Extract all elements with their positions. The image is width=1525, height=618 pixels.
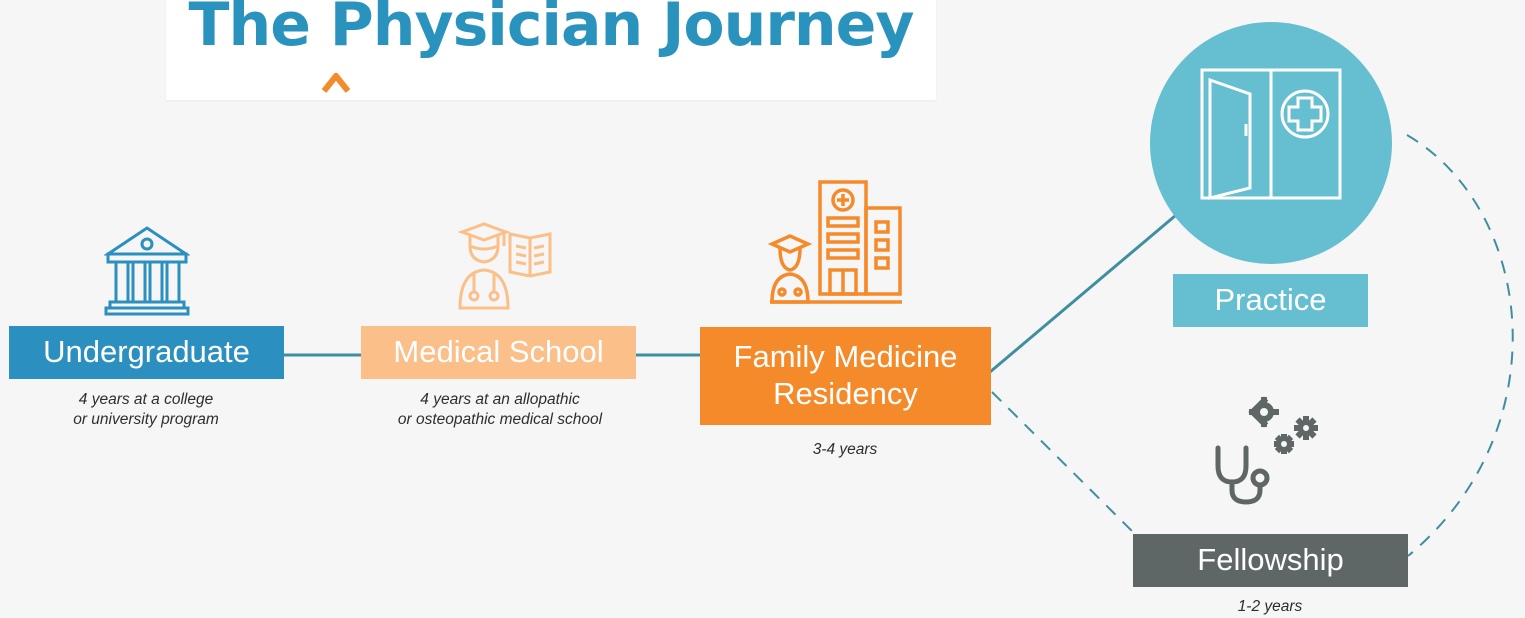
connector-residency-practice — [989, 208, 1183, 374]
clinic-door-icon — [1150, 22, 1392, 264]
stage-medical-school-note: 4 years at an allopathic or osteopathic … — [397, 391, 603, 428]
stage-residency-note: 3-4 years — [812, 441, 878, 458]
connector-practice-fellowship-loop — [1406, 134, 1514, 557]
graduate-and-hospital-icon — [768, 180, 902, 304]
caret-icon — [322, 73, 350, 93]
connector-residency-fellowship — [991, 391, 1136, 535]
stethoscope-gears-icon — [1215, 396, 1318, 505]
stage-fellowship-label: Fellowship — [1133, 534, 1408, 587]
stage-undergraduate-label: Undergraduate — [9, 326, 284, 379]
university-building-icon — [104, 226, 190, 316]
student-with-book-icon — [457, 222, 552, 310]
page-title: The Physician Journey — [188, 0, 915, 60]
stage-practice-label: Practice — [1173, 274, 1368, 327]
title-card: The Physician Journey — [166, 0, 936, 100]
stage-undergraduate-note: 4 years at a college or university progr… — [73, 391, 219, 428]
stage-fellowship-note: 1-2 years — [1237, 598, 1303, 615]
stage-medical-school-label: Medical School — [361, 326, 636, 379]
stage-residency-label: Family Medicine Residency — [700, 327, 991, 425]
